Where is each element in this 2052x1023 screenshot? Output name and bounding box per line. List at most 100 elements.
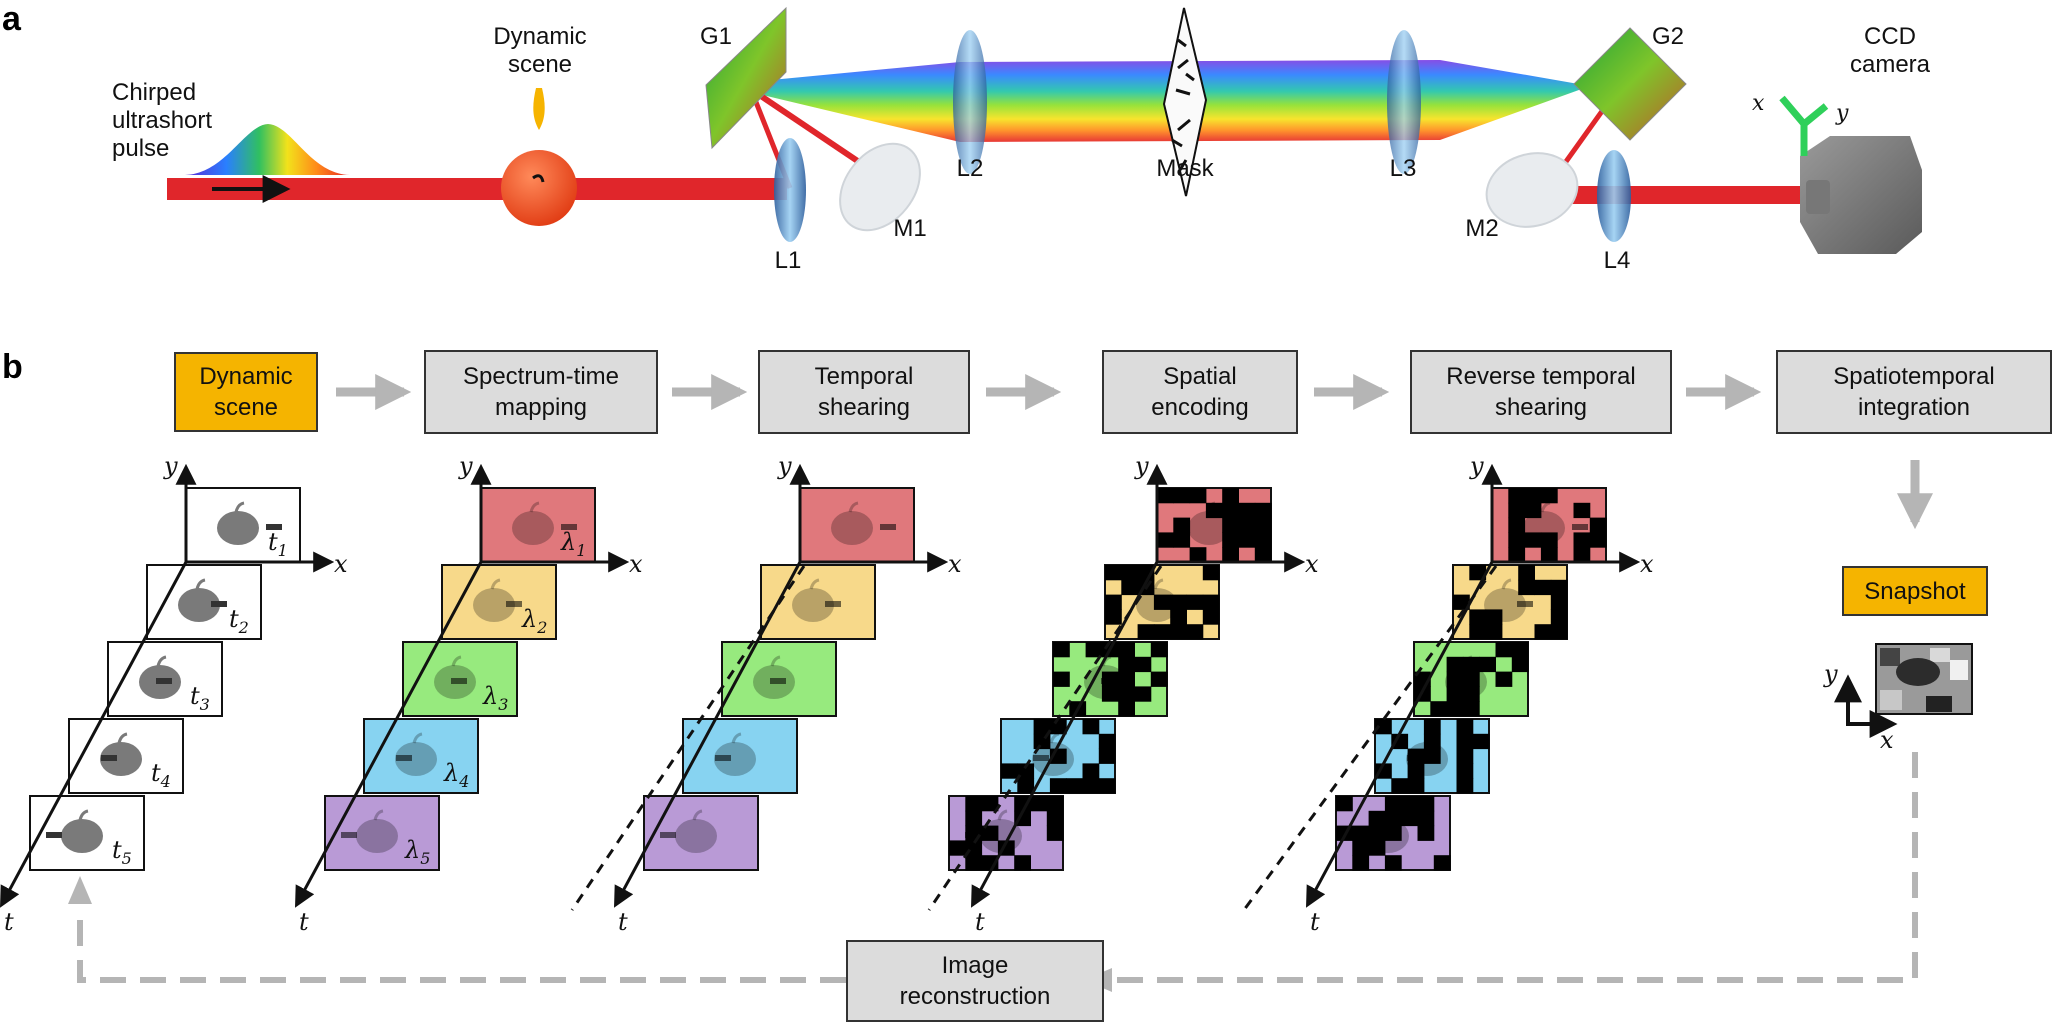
- moving-object: [1407, 755, 1423, 761]
- mask-cell: [1118, 642, 1135, 658]
- axis-t-label: t: [618, 908, 628, 936]
- mask-cell: [1098, 778, 1116, 794]
- moving-object: [770, 678, 786, 684]
- g1-label: G1: [700, 23, 732, 50]
- mask-cell: [1157, 532, 1174, 548]
- mask-cell: [1540, 547, 1558, 563]
- mask-cell: [1550, 594, 1568, 610]
- mask-cell: [1118, 686, 1135, 702]
- mask-cell: [1001, 763, 1018, 779]
- m2-label: M2: [1465, 215, 1498, 242]
- mask-cell: [1189, 488, 1207, 504]
- axis-y-label: y: [1469, 452, 1484, 480]
- mask-cell: [1462, 701, 1480, 717]
- mask-cell: [1524, 532, 1542, 548]
- moving-object: [101, 755, 117, 761]
- grating-g1: [705, 6, 787, 150]
- axis-y-label: y: [1134, 452, 1149, 480]
- mask-cell: [1469, 565, 1487, 581]
- mirror-m2: [1485, 152, 1579, 228]
- camera-lens: [1806, 180, 1830, 214]
- scene-sphere: [501, 150, 577, 226]
- mask-cell: [1550, 579, 1568, 596]
- axis-t-label: t: [975, 908, 985, 936]
- frame-3: [402, 641, 518, 717]
- camera-axis-x: [1779, 95, 1807, 127]
- mask-cell: [1472, 733, 1490, 750]
- frame-stack-5: yxt: [1242, 452, 1654, 936]
- pipeline-arrows: [336, 374, 1933, 530]
- mask-cell: [981, 825, 999, 841]
- mask-cell: [1173, 532, 1191, 548]
- moving-object: [1352, 832, 1368, 838]
- moving-object: [1517, 601, 1533, 607]
- frame-4: [363, 718, 479, 794]
- mask-cell: [1222, 532, 1239, 548]
- moving-object: [1237, 524, 1253, 530]
- axis-t: [1306, 561, 1494, 908]
- mask-cell: [1254, 547, 1272, 563]
- mask-cell: [981, 796, 999, 812]
- mask-pattern: [1171, 38, 1195, 171]
- axis-t-label: t: [299, 908, 309, 936]
- snapshot-axis-x-label: x: [1880, 726, 1894, 754]
- moving-object: [506, 601, 522, 607]
- lens-l2: [953, 30, 987, 174]
- camera-axis-x-label: x: [1752, 91, 1765, 116]
- mask-cell: [1417, 825, 1435, 841]
- mask-cell: [1222, 547, 1239, 563]
- scene-drop-icon: [533, 88, 545, 130]
- frame-stack-4: y x t: [927, 452, 1319, 936]
- camera-axis-y-label: y: [1835, 101, 1849, 126]
- mask-cell: [1049, 778, 1067, 794]
- moving-object: [156, 678, 172, 684]
- mask-cell: [1540, 488, 1558, 504]
- mask-cell: [1391, 733, 1409, 750]
- axis-t: [295, 561, 483, 908]
- mask-cell: [1082, 763, 1100, 779]
- axis-y-label: y: [777, 452, 792, 480]
- mask-cell: [1462, 686, 1480, 702]
- mask-cell: [1401, 796, 1418, 812]
- mask-cell: [1573, 532, 1591, 548]
- mask-cell: [1186, 624, 1204, 640]
- mask-cell: [1508, 502, 1526, 519]
- moving-object: [1101, 678, 1117, 684]
- mask-cell: [1384, 855, 1402, 871]
- mask-cell: [1153, 624, 1171, 640]
- mask-cell: [1495, 671, 1513, 687]
- mask-cell: [1150, 642, 1168, 658]
- lens-l3: [1387, 30, 1421, 174]
- step-spatial-encoding: Spatial encoding: [1102, 350, 1298, 434]
- mask-cell: [1082, 719, 1100, 735]
- mask-cell: [1082, 778, 1100, 794]
- mask-cell: [1469, 624, 1487, 640]
- mask-cell: [1105, 594, 1122, 610]
- mask-cell: [1417, 810, 1435, 827]
- moving-object: [561, 524, 577, 530]
- mask-cell: [1589, 532, 1607, 548]
- frame-4: [682, 718, 798, 794]
- mask-cell: [1446, 701, 1464, 717]
- mask-cell: [1352, 855, 1370, 871]
- axis-y-label: y: [458, 452, 473, 480]
- mask-cell: [1423, 733, 1441, 750]
- mask-cell: [1118, 656, 1135, 673]
- mask-cell: [1105, 609, 1122, 625]
- mask-cell: [1121, 565, 1139, 581]
- mask-cell: [1105, 565, 1122, 581]
- pulse-spectrum-icon: [185, 124, 350, 175]
- mask-cell: [1417, 796, 1435, 812]
- mirror-m1: [839, 142, 921, 232]
- mask-cell: [1550, 624, 1568, 640]
- mask-cell: [1479, 656, 1496, 673]
- shear-diagonal: [927, 565, 1163, 911]
- mask-cell: [1066, 778, 1083, 794]
- mask-cell: [1375, 719, 1392, 735]
- mask-cell: [1085, 642, 1103, 658]
- snapshot-label: Snapshot: [1842, 566, 1988, 616]
- mask-cell: [1401, 810, 1418, 827]
- mask-cell: [1534, 579, 1552, 596]
- axis-x-label: x: [948, 550, 962, 578]
